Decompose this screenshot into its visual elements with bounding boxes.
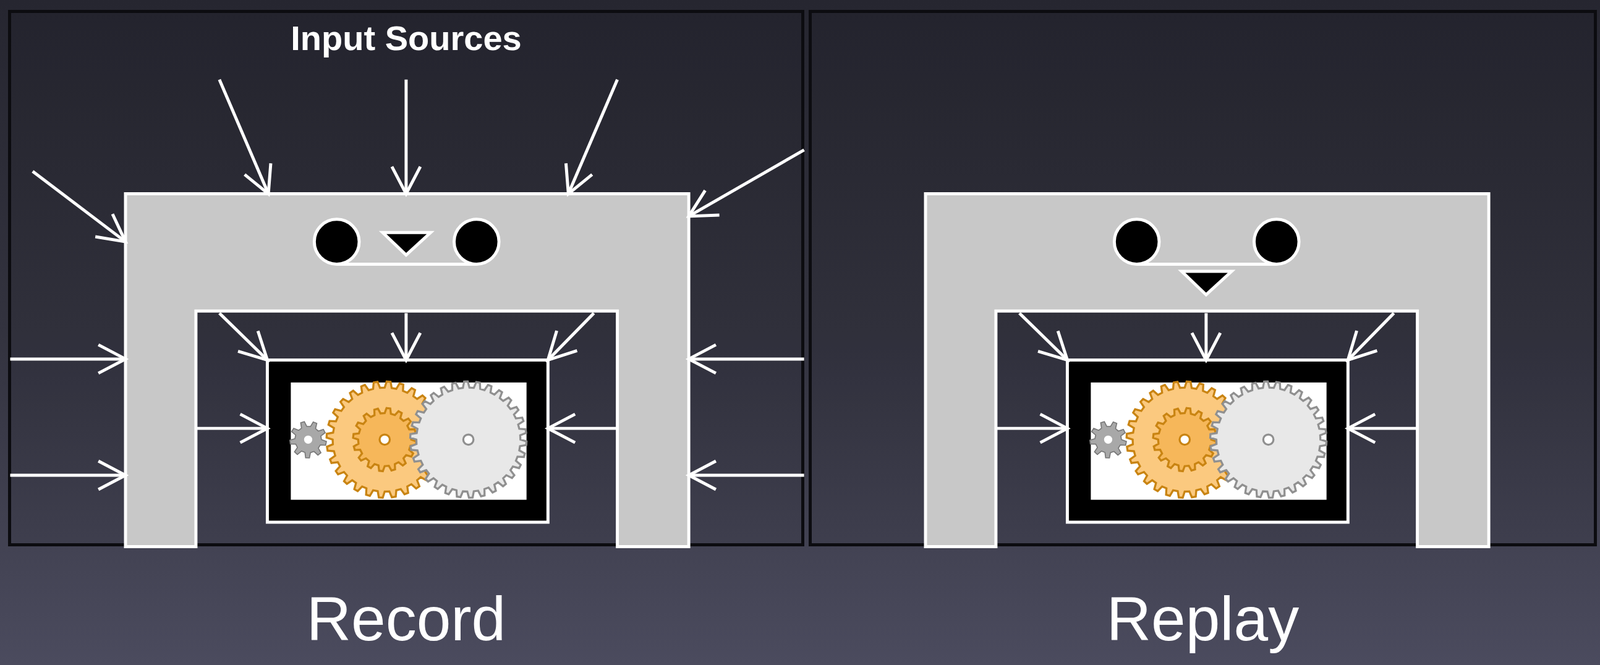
arrow-head	[688, 190, 720, 217]
arrow-shaft	[404, 313, 408, 361]
input-arrow	[195, 414, 268, 443]
arrow-head	[238, 330, 268, 360]
face-line	[1136, 262, 1277, 266]
face-line	[336, 262, 477, 266]
arrow-head	[98, 344, 126, 374]
recorder-frame	[925, 194, 1489, 548]
gears	[1089, 381, 1327, 498]
input-arrow	[32, 171, 126, 242]
arrow-shaft	[1019, 313, 1068, 361]
arrow-shaft	[995, 427, 1068, 431]
arrow-shaft	[10, 474, 127, 478]
input-arrow	[1019, 313, 1068, 361]
gears	[289, 381, 527, 498]
arrow-shaft	[547, 313, 594, 361]
input-arrow	[10, 344, 127, 374]
arrow-head	[244, 163, 271, 194]
arrow-head	[565, 163, 592, 194]
small-gear	[289, 421, 327, 459]
arrow-head	[1038, 330, 1068, 360]
arrow-head	[391, 333, 421, 361]
arrow-shaft	[547, 427, 618, 431]
input-sources-arrows	[10, 79, 805, 490]
input-arrow	[547, 313, 594, 361]
arrow-shaft	[404, 79, 408, 195]
recorder-frame	[125, 194, 689, 548]
nose	[382, 232, 431, 255]
arrow-head	[240, 414, 268, 443]
input-arrow	[10, 461, 127, 490]
arrow-head	[1191, 333, 1221, 361]
input-arrow	[688, 150, 805, 217]
frame-shape	[125, 194, 689, 548]
gear-hub	[304, 435, 313, 444]
input-arrow	[1347, 414, 1418, 443]
program-box	[1067, 360, 1348, 523]
input-arrow	[219, 79, 271, 195]
panel-caption: Record	[11, 587, 802, 650]
eye	[1253, 219, 1299, 265]
arrow-shaft	[32, 171, 126, 242]
input-arrow	[391, 79, 421, 195]
arrow-shaft	[688, 474, 805, 478]
gear-hub	[463, 434, 474, 446]
input-arrow	[688, 461, 805, 490]
arrow-shaft	[688, 150, 805, 217]
arrow-shaft	[10, 357, 127, 361]
arrow-head	[688, 344, 716, 374]
arrow-shaft	[195, 427, 268, 431]
input-arrow	[1191, 313, 1221, 361]
input-arrow	[688, 344, 805, 374]
arrow-head	[391, 166, 421, 195]
gear-hub	[379, 434, 391, 446]
nose	[1181, 271, 1232, 295]
arrow-shaft	[219, 313, 268, 361]
gray-gear	[410, 381, 527, 498]
input-sources-label: Input Sources	[290, 21, 522, 56]
arrow-head	[1040, 414, 1068, 443]
small-gear	[1089, 421, 1127, 459]
eye	[314, 219, 360, 265]
input-arrow	[391, 313, 421, 361]
gear-hub	[1263, 434, 1274, 446]
arrow-head	[688, 461, 716, 490]
eye	[453, 219, 499, 265]
arrow-head	[547, 330, 577, 360]
input-arrow	[547, 414, 618, 443]
arrow-head	[98, 461, 126, 490]
eye	[1114, 219, 1160, 265]
arrow-shaft	[1204, 313, 1208, 361]
arrow-shaft	[1347, 427, 1418, 431]
arrow-head	[1347, 330, 1377, 360]
program-box	[267, 360, 548, 523]
input-arrow	[565, 79, 618, 195]
orange-inner-gear	[353, 408, 417, 472]
arrow-shaft	[688, 357, 805, 361]
panel-caption: Replay	[811, 587, 1594, 650]
arrow-head	[547, 414, 575, 443]
arrow-head	[1347, 414, 1375, 443]
arrow-shaft	[568, 79, 618, 195]
arrow-head	[95, 213, 126, 242]
orange-inner-gear	[1153, 408, 1217, 472]
arrow-shaft	[219, 79, 269, 195]
input-arrow	[219, 313, 268, 361]
gear-hub	[1179, 434, 1191, 446]
frame-shape	[925, 194, 1489, 548]
input-arrow	[1347, 313, 1394, 361]
gear-hub	[1104, 435, 1113, 444]
input-arrow	[995, 414, 1068, 443]
arrow-shaft	[1347, 313, 1394, 361]
gray-gear	[1210, 381, 1327, 498]
